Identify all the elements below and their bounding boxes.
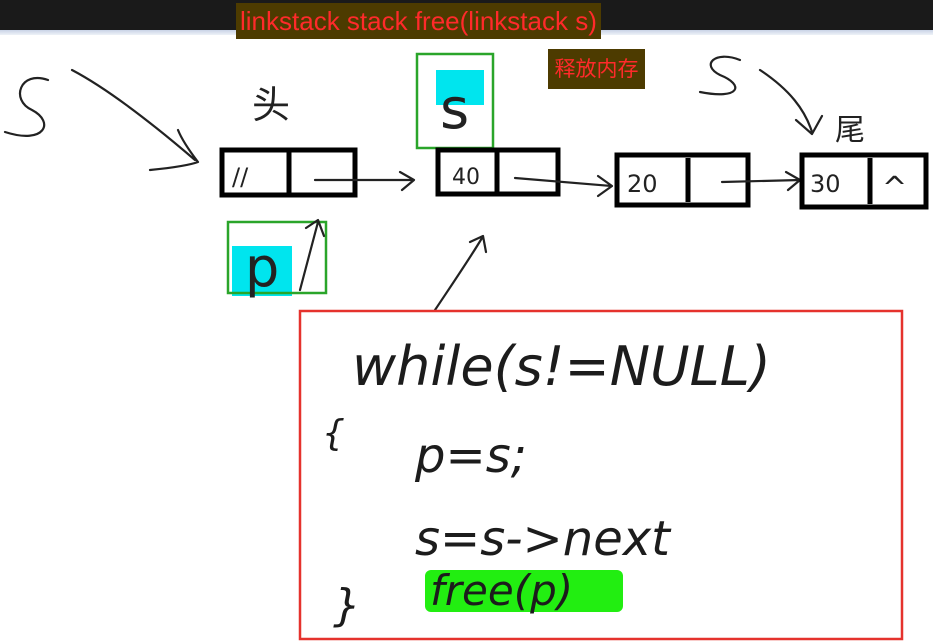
s-pointer-label: s xyxy=(440,77,469,142)
arrow-2-3 xyxy=(513,174,614,198)
null-mark: ^ xyxy=(882,171,907,206)
code-line-close-brace: } xyxy=(333,580,361,631)
p-arrow xyxy=(298,218,326,292)
code-line-assign-p: p=s; xyxy=(414,428,527,484)
node-4: 30 ^ xyxy=(799,152,929,210)
p-pointer-box xyxy=(226,220,328,295)
code-line-advance-s: s=s->next xyxy=(415,511,672,567)
code-line-free: free(p) xyxy=(430,566,573,615)
tail-s-stroke xyxy=(698,55,742,96)
free-highlight xyxy=(425,570,623,612)
code-line-while: while(s!=NULL) xyxy=(352,335,771,398)
s-arrow-line xyxy=(70,68,200,172)
node-1: // xyxy=(219,147,358,198)
page-title: linkstack stack free(linkstack s) xyxy=(236,3,601,39)
code-box xyxy=(298,309,904,641)
node-3-data: 20 xyxy=(627,170,658,198)
node-2-data: 40 xyxy=(452,165,480,190)
node-2: 40 xyxy=(435,147,561,197)
node-1-data: // xyxy=(232,163,249,191)
arrow-3-4 xyxy=(720,170,802,192)
head-label: 头 xyxy=(252,83,290,127)
node-3: 20 xyxy=(614,152,751,208)
arrow-1-2 xyxy=(313,170,416,192)
tail-arrow xyxy=(758,68,824,136)
node-4-data: 30 xyxy=(810,170,841,198)
s-highlight xyxy=(436,70,484,105)
tail-label: 尾 xyxy=(835,113,865,148)
p-highlight xyxy=(232,246,292,296)
subtitle-badge: 释放内存 xyxy=(548,49,645,89)
p-pointer-label: p xyxy=(245,236,279,299)
code-to-node-arrow xyxy=(433,234,488,312)
code-line-open-brace: { xyxy=(322,413,345,454)
s-pointer-stroke xyxy=(3,77,50,137)
